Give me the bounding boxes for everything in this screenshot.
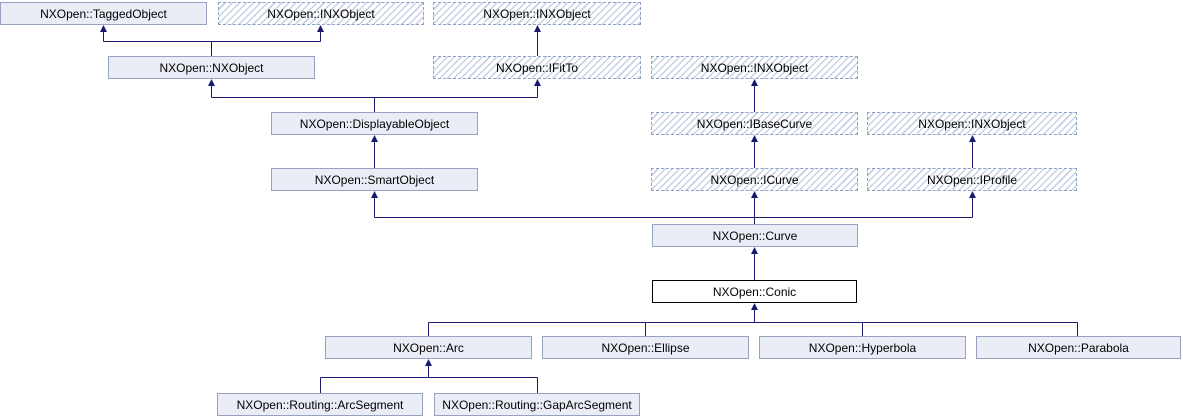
class-node-ellipse[interactable]: NXOpen::Ellipse (542, 336, 749, 359)
class-node-ifitto[interactable]: NXOpen::IFitTo (433, 56, 641, 79)
class-node-inxobject-1[interactable]: NXOpen::INXObject (218, 2, 424, 25)
class-node-routing-arcsegment[interactable]: NXOpen::Routing::ArcSegment (217, 393, 423, 416)
class-node-iprofile[interactable]: NXOpen::IProfile (867, 168, 1077, 191)
class-node-routing-gaparcsegment[interactable]: NXOpen::Routing::GapArcSegment (434, 393, 640, 416)
class-node-inxobject-3[interactable]: NXOpen::INXObject (651, 56, 858, 79)
class-node-displayableobject[interactable]: NXOpen::DisplayableObject (271, 112, 478, 135)
class-node-nxobject[interactable]: NXOpen::NXObject (108, 56, 315, 79)
class-node-conic-focal: NXOpen::Conic (652, 280, 857, 303)
class-node-parabola[interactable]: NXOpen::Parabola (976, 336, 1181, 359)
class-node-smartobject[interactable]: NXOpen::SmartObject (271, 168, 478, 191)
class-node-curve[interactable]: NXOpen::Curve (652, 224, 858, 247)
class-node-taggedobject[interactable]: NXOpen::TaggedObject (0, 2, 207, 25)
class-node-ibasecurve[interactable]: NXOpen::IBaseCurve (651, 112, 858, 135)
class-node-hyperbola[interactable]: NXOpen::Hyperbola (759, 336, 966, 359)
class-node-arc[interactable]: NXOpen::Arc (325, 336, 532, 359)
class-node-inxobject-2[interactable]: NXOpen::INXObject (433, 2, 641, 25)
class-node-icurve[interactable]: NXOpen::ICurve (651, 168, 858, 191)
class-node-inxobject-4[interactable]: NXOpen::INXObject (867, 112, 1077, 135)
arrowheads (100, 25, 976, 366)
